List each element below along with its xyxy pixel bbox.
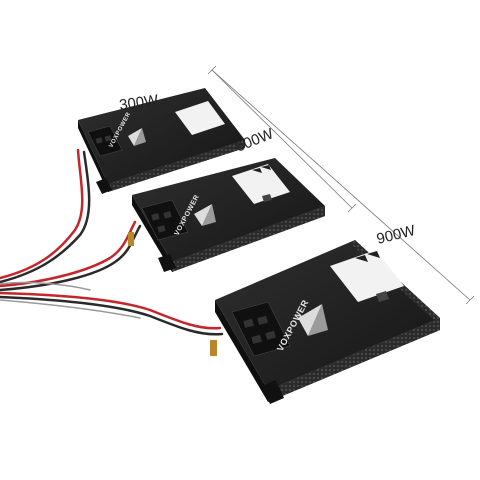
logo-chevron-icon [128,128,146,146]
dimension-lines [207,65,475,305]
power-unit-300w: VOXPOWER [78,88,245,194]
wire-harness [0,148,224,336]
power-unit-600w: VOXPOWER [128,158,325,272]
wattage-label-300w: 300W [118,92,160,114]
wattage-label-900w: 900W [375,222,418,248]
logo-chevron-icon [194,204,216,226]
wattage-label-600w: 600W [233,125,276,156]
power-unit-900w: VOXPOWER [210,240,440,404]
logo-chevron-icon [298,304,328,336]
